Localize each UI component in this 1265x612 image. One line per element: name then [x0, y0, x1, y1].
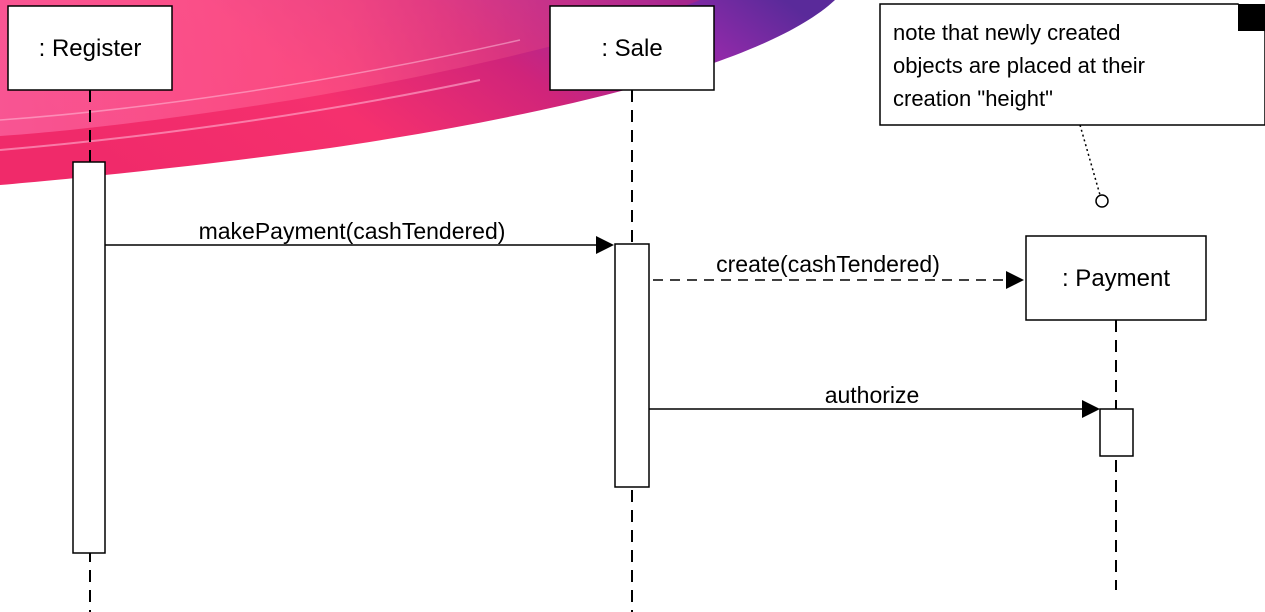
participant-sale-label: : Sale	[601, 35, 662, 62]
message-make-payment-label: makePayment(cashTendered)	[199, 218, 506, 244]
note-line-2: objects are placed at their	[893, 53, 1145, 78]
message-create[interactable]: create(cashTendered)	[653, 251, 1024, 289]
register-activation-bar	[72, 161, 106, 554]
participant-register[interactable]: : Register	[7, 5, 173, 91]
message-authorize[interactable]: authorize	[649, 382, 1100, 418]
note-connector	[1079, 124, 1109, 208]
participant-payment-label: : Payment	[1062, 265, 1170, 292]
message-authorize-label: authorize	[825, 382, 920, 408]
note-line-3: creation "height"	[893, 86, 1053, 111]
payment-activation-bar	[1099, 408, 1134, 457]
note[interactable]: note that newly created objects are plac…	[879, 3, 1265, 126]
sale-activation-bar	[614, 243, 650, 488]
participant-register-label: : Register	[39, 35, 142, 62]
participant-sale[interactable]: : Sale	[549, 5, 715, 91]
message-make-payment[interactable]: makePayment(cashTendered)	[105, 218, 614, 254]
note-line-1: note that newly created	[893, 20, 1120, 45]
message-create-label: create(cashTendered)	[716, 251, 940, 277]
note-anchor-circle-icon	[1095, 194, 1109, 208]
participant-payment[interactable]: : Payment	[1025, 235, 1207, 321]
